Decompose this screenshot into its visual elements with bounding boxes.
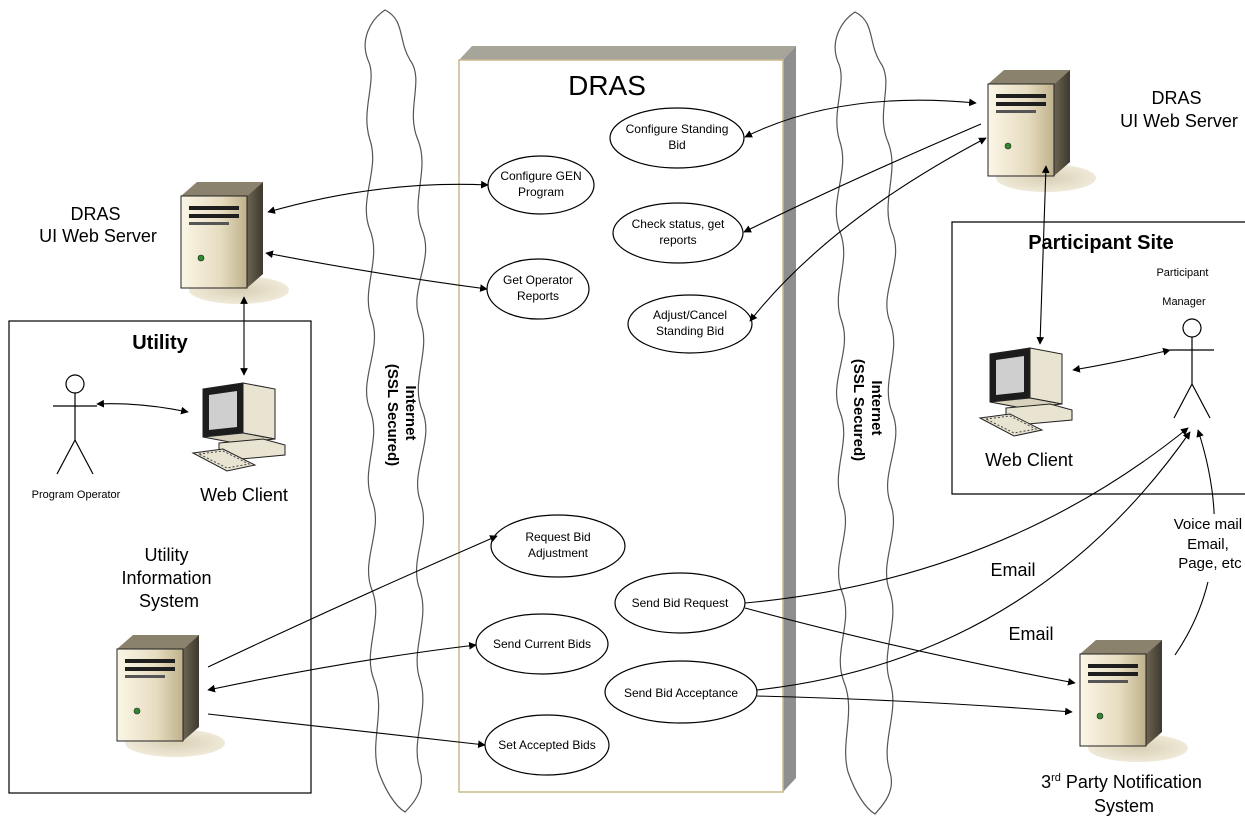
edge-left-server-operator-reports <box>265 250 488 292</box>
email-label-2: Email <box>1008 624 1053 644</box>
participant-web-client-computer-icon <box>979 347 1073 437</box>
edge-web-client-manager <box>1072 347 1171 373</box>
use-case-send-bid-acceptance: Send Bid Acceptance <box>604 660 758 724</box>
edge-operator-web-client <box>96 399 189 415</box>
dras-title: DRAS <box>568 70 646 101</box>
participant-manager-label: Participant Manager <box>1156 267 1211 308</box>
utility-info-system-server-icon <box>116 634 226 758</box>
participant-site-title: Participant Site <box>1028 232 1174 254</box>
utility-info-system-label: Utility Information System <box>121 545 216 611</box>
use-case-send-bid-request: Send Bid Request <box>614 572 746 634</box>
edge-bid-acceptance-email-manager <box>756 431 1191 691</box>
left-ui-web-server-icon <box>180 181 290 305</box>
edge-right-server-configure-standing <box>744 98 977 138</box>
participant-site-box <box>951 221 1245 495</box>
right-server-label: DRAS UI Web Server <box>1120 88 1238 131</box>
edge-bid-request-notification <box>744 607 1076 686</box>
notification-system-label: 3rd Party Notification System <box>1041 772 1207 816</box>
edge-info-system-set-accepted <box>207 713 486 749</box>
utility-box <box>8 320 312 794</box>
edge-right-server-web-client <box>1036 165 1050 345</box>
left-server-label: DRAS UI Web Server <box>39 204 157 246</box>
right-ui-web-server-icon <box>987 69 1097 193</box>
svg-text:Send Bid Request: Send Bid Request <box>632 596 729 610</box>
program-operator-actor-icon <box>52 374 98 475</box>
use-case-send-current-bids: Send Current Bids <box>475 613 609 675</box>
edge-right-server-adjust-bid <box>749 137 987 322</box>
edge-info-system-current-bids <box>207 641 477 693</box>
notification-system-server-icon <box>1079 639 1189 763</box>
utility-web-client-computer-icon <box>192 382 286 472</box>
participant-web-client-label: Web Client <box>985 450 1073 470</box>
svg-text:Send Bid Acceptance: Send Bid Acceptance <box>624 686 738 700</box>
utility-title: Utility <box>132 332 188 354</box>
email-label-1: Email <box>990 560 1035 580</box>
notification-channels-label: Voice mail Email, Page, etc <box>1174 516 1245 572</box>
svg-text:Send Current Bids: Send Current Bids <box>493 637 591 651</box>
edge-left-server-configure-gen <box>267 180 489 214</box>
utility-web-client-label: Web Client <box>200 485 288 505</box>
use-case-set-accepted-bids: Set Accepted Bids <box>484 714 610 776</box>
internet-label-right: Internet (SSL Secured) <box>850 359 885 461</box>
internet-label-left: Internet (SSL Secured) <box>384 364 419 466</box>
edge-bid-acceptance-notification <box>756 695 1073 716</box>
participant-manager-actor-icon <box>1169 318 1215 419</box>
program-operator-label: Program Operator <box>32 489 121 501</box>
edge-bid-request-email-manager <box>744 427 1189 604</box>
svg-text:Set Accepted Bids: Set Accepted Bids <box>498 738 595 752</box>
